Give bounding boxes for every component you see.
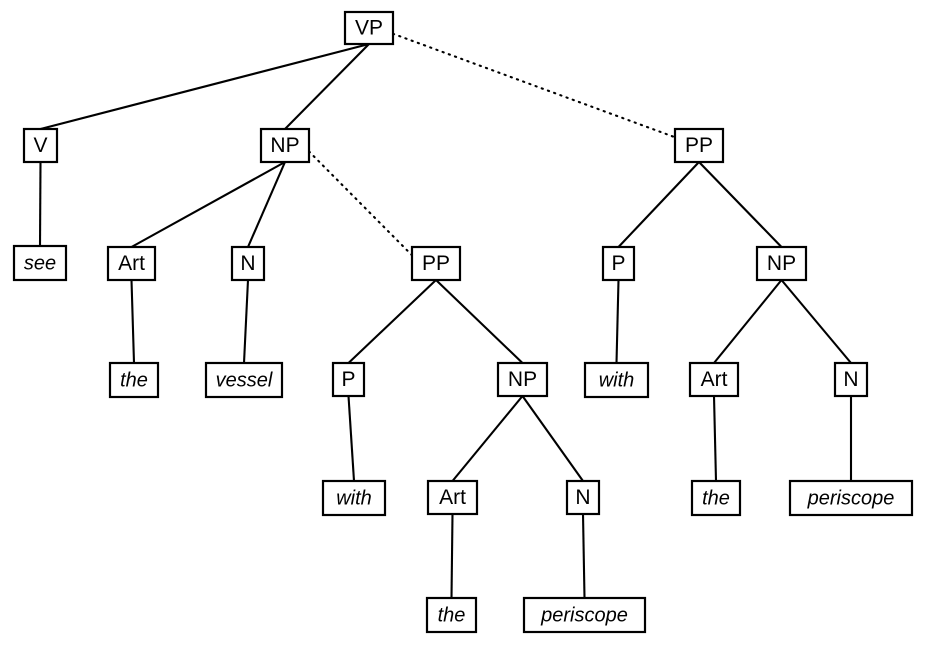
node-label-persc_mid: periscope [540,604,628,626]
tree-edge-np1-to-pp_mid [307,150,414,257]
tree-edge-pp_mid-to-p_mid [347,279,437,364]
tree-edge-np_mid-to-art_mid [451,395,524,482]
tree-node-vessel[interactable]: vessel [204,361,284,399]
node-label-art1: Art [118,252,145,275]
tree-node-see[interactable]: see [12,244,68,282]
node-label-p_mid: P [341,368,355,391]
node-label-p_right: P [611,252,625,275]
node-label-with_right: with [599,369,635,391]
tree-node-the1[interactable]: the [108,361,160,399]
tree-edge-art1-to-the1 [130,279,136,364]
tree-edge-art_right-to-the_right [712,395,718,482]
tree-node-np1[interactable]: NP [259,127,311,164]
tree-node-np_right[interactable]: NP [755,245,808,282]
node-box-art_right [688,361,740,398]
tree-node-vp[interactable]: VP [343,10,395,46]
tree-edge-p_mid-to-with_mid [347,395,356,482]
tree-edge-np_mid-to-n_mid [521,395,584,482]
node-label-art_mid: Art [439,486,466,509]
node-box-with_mid [321,479,387,517]
node-label-v: V [33,134,47,157]
node-box-art_mid [426,479,479,516]
node-label-np_mid: NP [508,368,537,391]
node-box-np_mid [496,361,549,398]
node-label-the_right: the [702,487,730,509]
tree-node-the_right[interactable]: the [690,479,742,517]
tree-edge-vp-to-pp_right [391,32,677,139]
tree-node-persc_mid[interactable]: periscope [522,596,647,634]
node-label-pp_right: PP [685,134,713,157]
node-box-n_mid [565,479,601,516]
tree-node-art_right[interactable]: Art [688,361,740,398]
tree-edge-pp_right-to-p_right [617,161,700,248]
node-label-vessel: vessel [216,369,273,391]
node-label-persc_right: periscope [807,487,895,509]
tree-edge-pp_right-to-np_right [698,161,783,248]
tree-node-n1[interactable]: N [230,245,266,282]
tree-edge-n_mid-to-persc_mid [581,513,586,599]
tree-edge-np1-to-n1 [247,161,286,248]
tree-node-art_mid[interactable]: Art [426,479,479,516]
node-box-persc_right [788,479,914,517]
node-label-see: see [24,252,56,274]
node-label-n_mid: N [575,486,590,509]
tree-node-n_right[interactable]: N [833,361,869,398]
node-box-v [22,127,59,164]
node-box-vp [343,10,395,46]
node-label-n1: N [240,252,255,275]
node-label-the_mid: the [438,604,466,626]
node-box-vessel [204,361,284,399]
node-label-np_right: NP [767,252,796,275]
node-box-see [12,244,68,282]
node-box-n_right [833,361,869,398]
node-label-vp: VP [355,17,383,40]
node-box-the_mid [425,596,478,634]
node-label-the1: the [120,369,148,391]
node-box-p_mid [331,361,366,398]
tree-edge-np_right-to-art_right [713,279,783,364]
node-box-pp_right [673,127,725,164]
tree-edge-np_right-to-n_right [780,279,852,364]
node-box-p_right [601,245,636,282]
node-box-the1 [108,361,160,399]
node-label-pp_mid: PP [422,252,450,275]
node-box-pp_mid [410,245,462,282]
tree-edge-p_right-to-with_right [615,279,620,364]
tree-node-pp_right[interactable]: PP [673,127,725,164]
tree-node-n_mid[interactable]: N [565,479,601,516]
tree-node-art1[interactable]: Art [106,245,157,282]
node-label-art_right: Art [701,368,728,391]
tree-edge-v-to-see [38,161,42,247]
node-box-the_right [690,479,742,517]
node-label-np1: NP [270,134,299,157]
tree-node-v[interactable]: V [22,127,59,164]
tree-node-with_right[interactable]: with [583,361,650,399]
tree-edge-vp-to-v [40,42,370,131]
node-box-np1 [259,127,311,164]
node-box-art1 [106,245,157,282]
node-label-with_mid: with [336,487,372,509]
tree-node-pp_mid[interactable]: PP [410,245,462,282]
node-box-np_right [755,245,808,282]
tree-node-persc_right[interactable]: periscope [788,479,914,517]
tree-node-np_mid[interactable]: NP [496,361,549,398]
tree-edge-pp_mid-to-np_mid [435,279,524,364]
edge-layer [38,32,853,599]
tree-edge-np1-to-art1 [130,161,286,248]
node-box-persc_mid [522,596,647,634]
tree-edge-n1-to-vessel [242,279,250,364]
tree-node-with_mid[interactable]: with [321,479,387,517]
node-box-with_right [583,361,650,399]
node-label-n_right: N [843,368,858,391]
tree-edge-art_mid-to-the_mid [450,513,454,599]
tree-node-the_mid[interactable]: the [425,596,478,634]
node-box-n1 [230,245,266,282]
tree-node-p_right[interactable]: P [601,245,636,282]
tree-node-p_mid[interactable]: P [331,361,366,398]
tree-edge-vp-to-np1 [284,43,370,130]
